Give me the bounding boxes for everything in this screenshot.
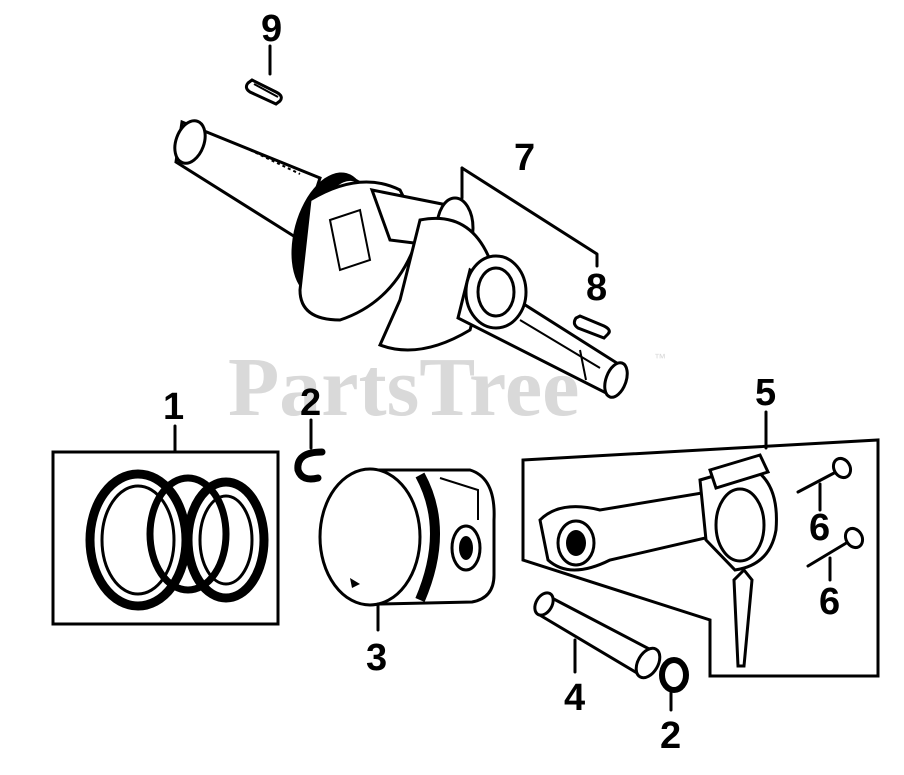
callout-6-upper: 6 — [809, 507, 830, 549]
part-6-bolt-lower[interactable] — [806, 525, 866, 582]
part-3-piston[interactable] — [318, 467, 496, 632]
callout-3: 3 — [366, 637, 387, 679]
part-2-clip-upper[interactable] — [294, 418, 326, 483]
callout-9: 9 — [261, 8, 282, 50]
part-7-leader — [460, 166, 599, 268]
part-5-connecting-rod[interactable] — [521, 410, 880, 678]
part-8-key[interactable] — [572, 314, 611, 340]
watermark-text: PartsTree — [228, 341, 579, 434]
callout-2-upper: 2 — [300, 382, 321, 424]
callout-4: 4 — [564, 677, 585, 719]
part-1-piston-rings[interactable] — [51, 424, 280, 626]
callout-5: 5 — [755, 372, 776, 414]
part-6-bolt-upper[interactable] — [796, 455, 854, 512]
part-4-piston-pin[interactable] — [531, 590, 665, 682]
callout-1: 1 — [163, 386, 184, 428]
part-7-crankshaft[interactable] — [169, 117, 631, 401]
part-2-clip-lower[interactable] — [659, 657, 689, 712]
callout-7: 7 — [514, 137, 535, 179]
callout-6-lower: 6 — [819, 581, 840, 623]
watermark-trademark: ™ — [654, 351, 666, 365]
callout-8: 8 — [586, 267, 607, 309]
callout-2-lower: 2 — [660, 715, 681, 757]
part-9-key[interactable] — [244, 78, 283, 106]
